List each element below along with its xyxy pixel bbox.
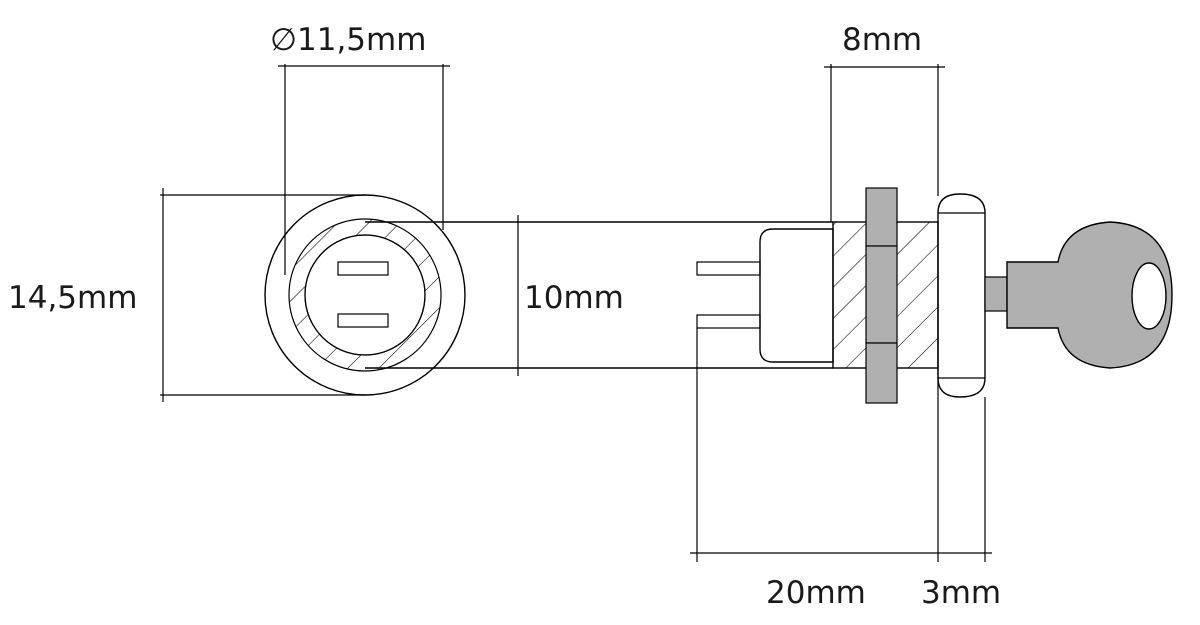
front-contact-slot-bottom [337, 313, 389, 328]
dimension-outer-height: 14,5mm [8, 188, 164, 402]
dimension-overall-length: 20mm 3mm [690, 328, 1001, 611]
dimension-body-length: 8mm [824, 22, 945, 222]
dimension-diameter: ∅11,5mm [270, 22, 450, 275]
front-inner-face [304, 234, 426, 356]
front-contact-slot-top [337, 261, 389, 276]
label-inner-height: 10mm [524, 280, 624, 316]
key-icon [984, 221, 1173, 369]
front-view [160, 194, 466, 396]
label-diameter: ∅11,5mm [270, 22, 426, 58]
dimension-inner-height: 10mm [517, 215, 624, 376]
rear-housing [759, 228, 834, 363]
solder-pin-top [696, 261, 761, 276]
label-outer-height: 14,5mm [8, 280, 137, 316]
label-cap-length: 3mm [921, 575, 1001, 611]
side-view [365, 187, 1173, 404]
solder-pin-bottom [696, 314, 761, 329]
front-cap [937, 193, 986, 398]
front-hatched-ring [288, 218, 442, 372]
label-overall-length: 20mm [766, 575, 866, 611]
label-body-length: 8mm [842, 22, 922, 58]
mounting-nut [865, 187, 898, 404]
